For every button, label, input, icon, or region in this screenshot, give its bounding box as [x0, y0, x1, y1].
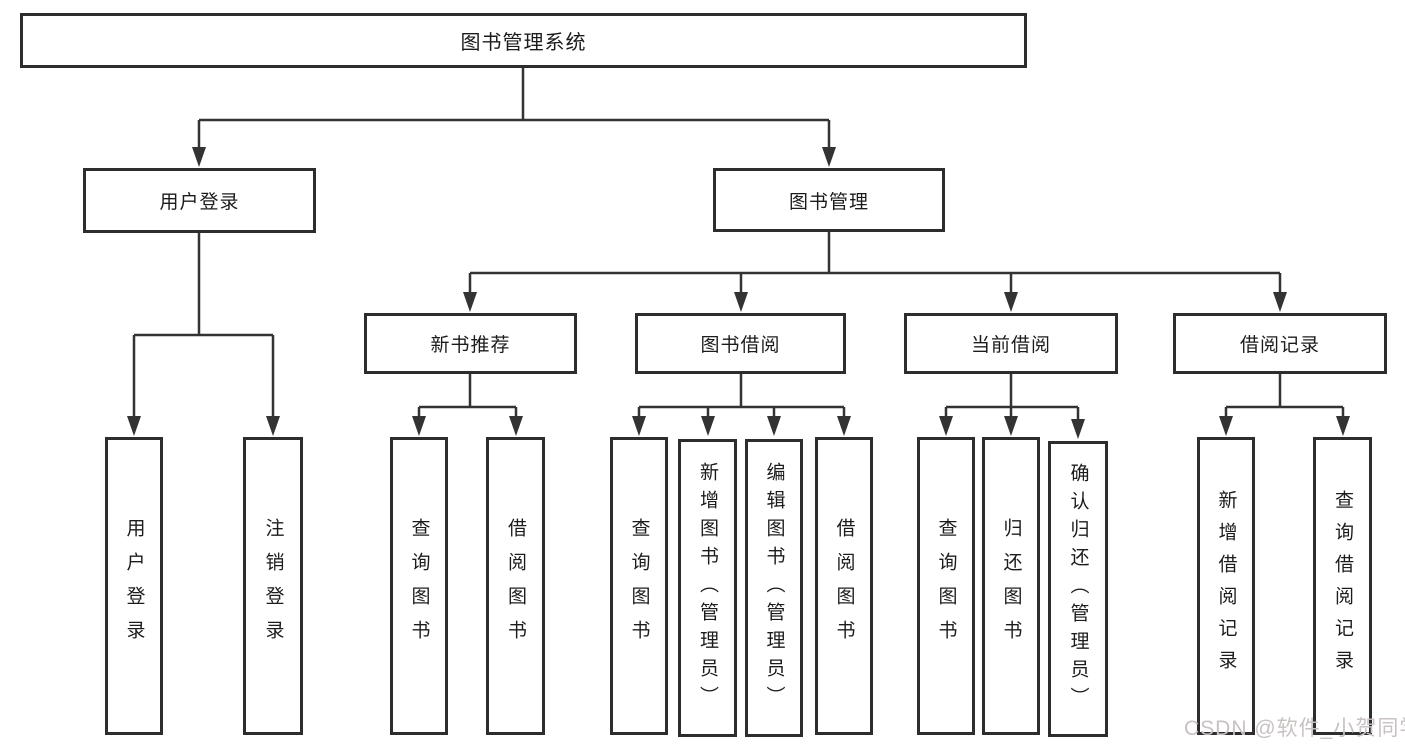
node-book-management: 图书管理 — [713, 168, 945, 232]
leaf-label: 查询图书 — [628, 518, 650, 654]
arrow-icon — [1219, 416, 1233, 436]
arrow-icon — [939, 416, 953, 436]
leaf-label: 归还图书 — [1000, 518, 1022, 654]
leaf-label: 查询图书 — [935, 518, 957, 654]
arrow-icon — [1004, 292, 1018, 312]
leaf-borrow-books-recommend: 借阅图书 — [486, 437, 545, 735]
leaf-label: 查询图书 — [408, 518, 430, 654]
arrow-icon — [192, 147, 206, 167]
node-current-borrow: 当前借阅 — [904, 313, 1118, 374]
csdn-watermark: CSDN @软件_小贺同学 — [1184, 717, 1405, 740]
leaf-label: 注销登录 — [262, 518, 284, 654]
arrow-icon — [463, 292, 477, 312]
leaf-logout: 注销登录 — [243, 437, 303, 735]
connector-lines — [132, 68, 1345, 419]
leaf-label: 借阅图书 — [505, 518, 526, 654]
arrow-icon — [767, 416, 781, 436]
arrow-icon — [127, 416, 141, 436]
arrow-icon — [1004, 416, 1018, 436]
leaf-user-login: 用户登录 — [105, 437, 163, 735]
leaf-label: 查询借阅记录 — [1332, 490, 1353, 682]
node-new-book-recommend: 新书推荐 — [364, 313, 577, 374]
arrow-icon — [1336, 416, 1350, 436]
arrow-icon — [632, 416, 646, 436]
leaf-query-books-borrow: 查询图书 — [610, 437, 668, 735]
node-book-borrow: 图书借阅 — [635, 313, 846, 374]
arrow-icon — [412, 416, 426, 436]
node-root: 图书管理系统 — [20, 13, 1027, 68]
arrowheads — [127, 147, 1350, 439]
leaf-query-books-recommend: 查询图书 — [390, 437, 448, 735]
arrow-icon — [734, 292, 748, 312]
leaf-label: 新增借阅记录 — [1215, 490, 1237, 682]
node-borrow-records: 借阅记录 — [1173, 313, 1387, 374]
arrow-icon — [837, 416, 851, 436]
leaf-label: 用户登录 — [123, 518, 145, 654]
leaf-return-book: 归还图书 — [982, 437, 1040, 735]
leaf-label: 新增图书（管理员） — [697, 462, 718, 714]
arrow-icon — [266, 416, 280, 436]
leaf-query-books-current: 查询图书 — [917, 437, 975, 735]
leaf-add-book-admin: 新增图书（管理员） — [678, 439, 737, 737]
leaf-label: 确认归还（管理员） — [1067, 463, 1089, 715]
leaf-label: 编辑图书（管理员） — [763, 462, 785, 714]
arrow-icon — [822, 147, 836, 167]
leaf-edit-book-admin: 编辑图书（管理员） — [745, 439, 803, 737]
node-user-login: 用户登录 — [83, 168, 316, 233]
leaf-borrow-books: 借阅图书 — [815, 437, 873, 735]
arrow-icon — [1273, 292, 1287, 312]
arrow-icon — [1071, 419, 1085, 439]
leaf-query-borrow-record: 查询借阅记录 — [1313, 437, 1372, 735]
leaf-confirm-return-admin: 确认归还（管理员） — [1048, 441, 1108, 737]
arrow-icon — [701, 416, 715, 436]
leaf-label: 借阅图书 — [833, 518, 855, 654]
leaf-add-borrow-record: 新增借阅记录 — [1197, 437, 1255, 735]
arrow-icon — [509, 416, 523, 436]
